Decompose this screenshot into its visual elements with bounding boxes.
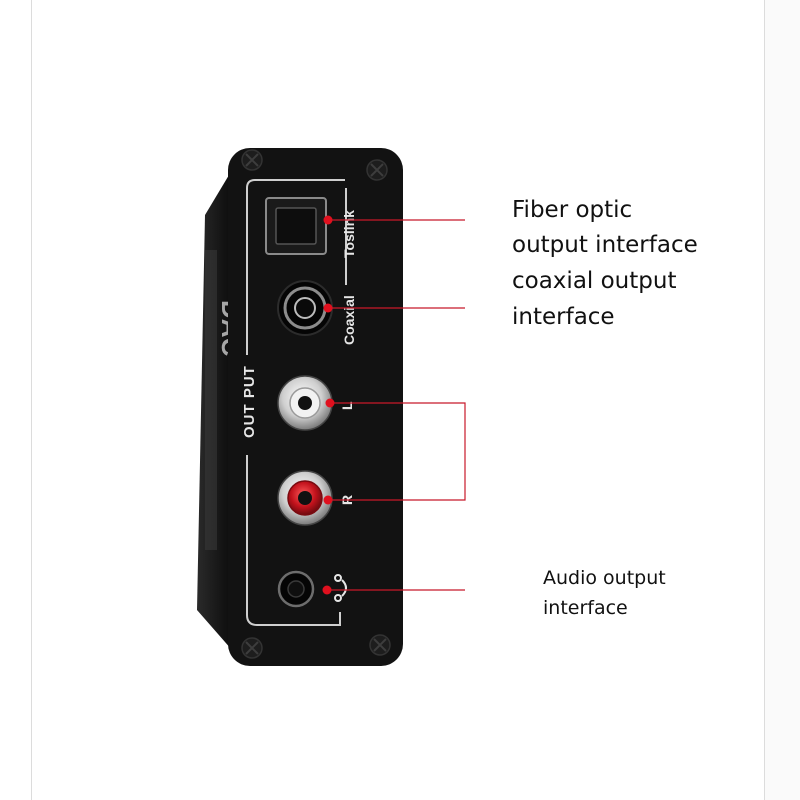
right-margin <box>765 0 800 800</box>
screw-top-left <box>241 149 263 171</box>
marker-dot <box>323 215 333 225</box>
panel-border <box>246 179 347 626</box>
marker-dots <box>322 215 335 595</box>
right-frame-line <box>764 0 765 800</box>
audio-callout-line2: interface <box>543 597 628 619</box>
toslink-label: Toslink <box>341 210 357 258</box>
fiber-callout-line2: output interface <box>512 232 698 258</box>
marker-dot <box>325 398 335 408</box>
coaxial-label: Coaxial <box>341 295 357 345</box>
coaxial-rca-jack <box>277 280 333 336</box>
audio-callout-line1: Audio output <box>543 567 666 589</box>
headphone-jack <box>277 570 315 608</box>
callout-lines <box>330 219 466 591</box>
left-frame-line <box>31 0 32 800</box>
rca-bracket-line <box>330 402 466 501</box>
marker-dot <box>323 303 333 313</box>
toslink-port <box>265 197 327 255</box>
right-rca-jack <box>277 470 333 526</box>
left-channel-label: L <box>339 401 355 410</box>
output-panel-label: OUT PUT <box>241 365 258 438</box>
coaxial-callout-line1: coaxial output <box>512 268 677 294</box>
screw-bottom-left <box>241 637 263 659</box>
screw-top-right <box>366 159 388 181</box>
screw-bottom-right <box>369 634 391 656</box>
left-rca-jack <box>277 375 333 431</box>
marker-dot <box>323 495 333 505</box>
coaxial-callout-line2: interface <box>512 304 615 330</box>
fiber-callout-line1: Fiber optic <box>512 197 633 223</box>
headphone-icon <box>334 574 347 602</box>
marker-dot <box>322 585 332 595</box>
